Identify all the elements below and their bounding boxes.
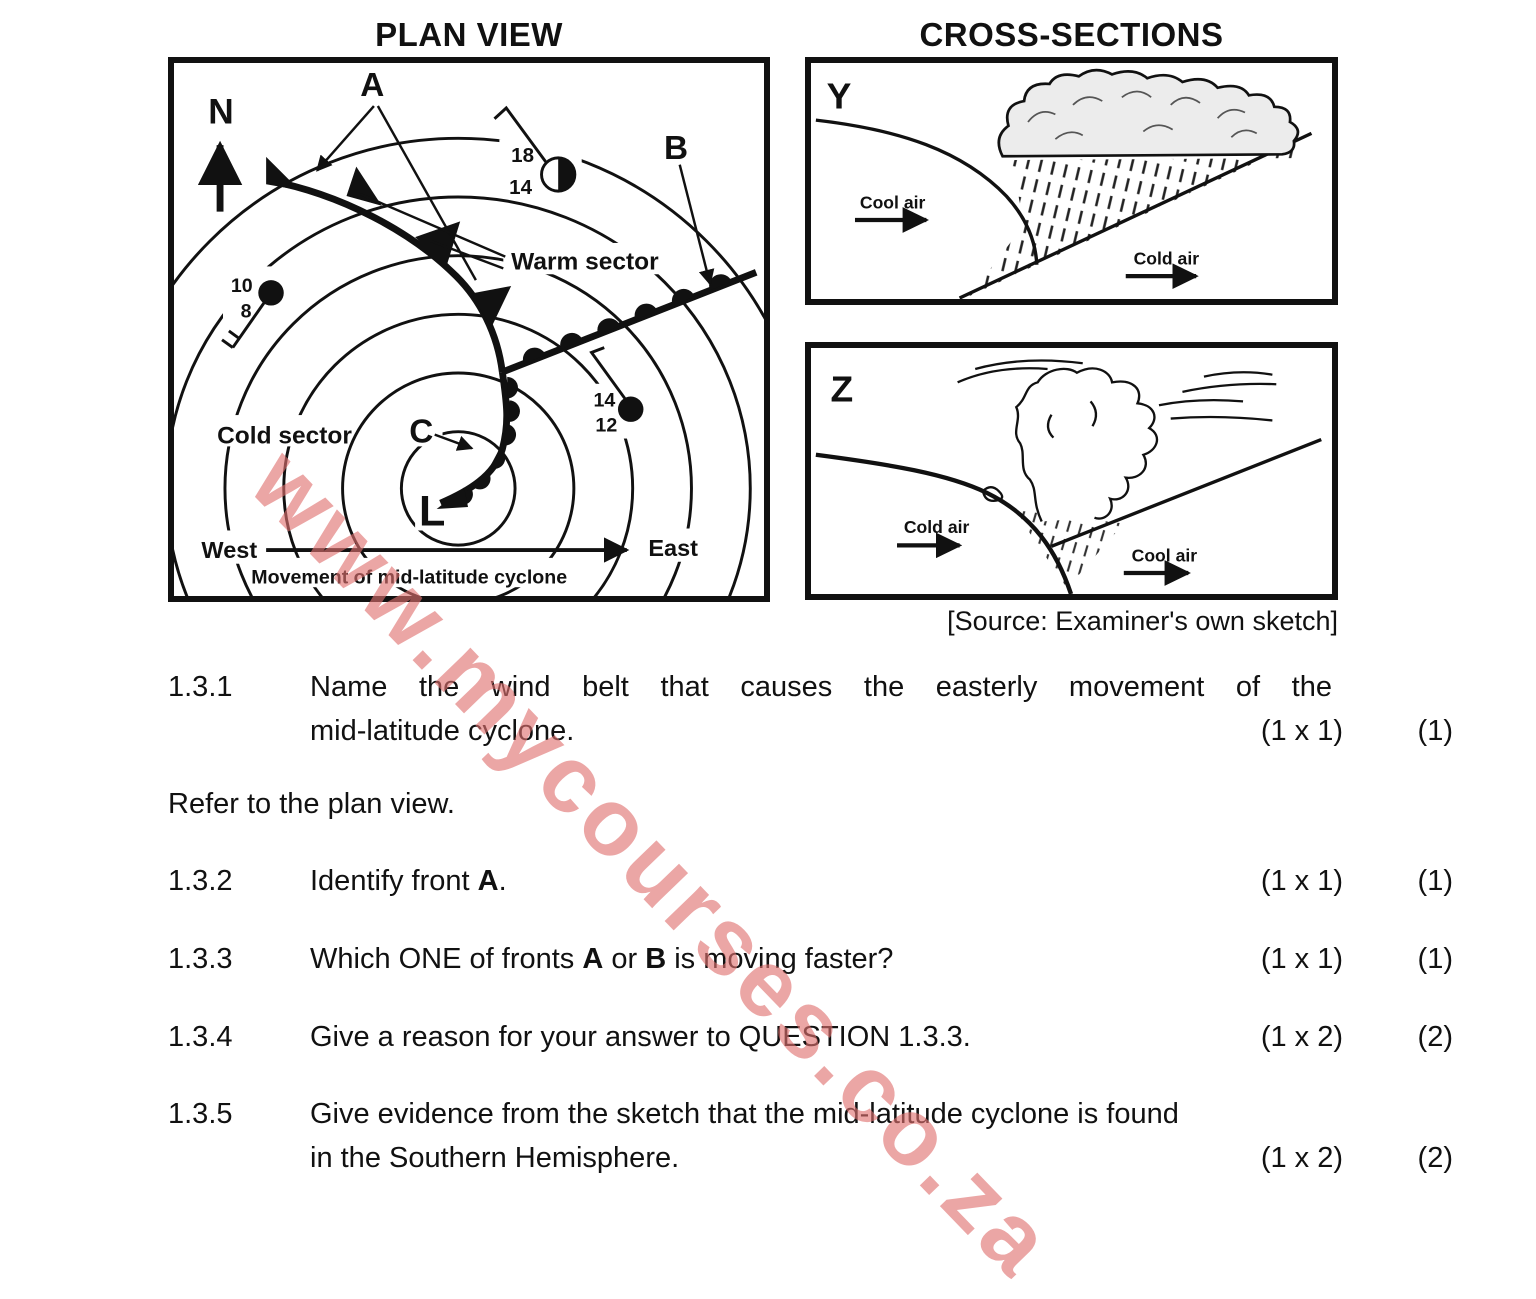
- svg-text:18: 18: [511, 144, 534, 167]
- cumulonimbus-cloud: [957, 359, 1277, 523]
- movement-arrow: West East Movement of mid-latitude cyclo…: [201, 535, 698, 588]
- station-model-left: 10 8: [221, 275, 284, 349]
- svg-text:N: N: [208, 93, 233, 132]
- cold-air-annotation: Cold air: [1125, 249, 1200, 290]
- question-number: 1.3.1: [168, 671, 233, 703]
- svg-text:14: 14: [509, 176, 532, 199]
- frontal-slope-line: [958, 131, 1313, 300]
- question-number: 1.3.4: [168, 1021, 233, 1053]
- warm-sector-leader-1: [359, 192, 506, 258]
- cross-section-z-sketch: Z Cold air Cool air: [815, 359, 1322, 595]
- front-a-pointer: [316, 105, 375, 172]
- source-caption: [Source: Examiner's own sketch]: [947, 606, 1338, 636]
- mark-allocation: (1 x 2): [1260, 1021, 1343, 1053]
- svg-text:Cold air: Cold air: [904, 517, 970, 537]
- warm-sector-label: Warm sector: [511, 248, 659, 275]
- exam-page: { "colors": { "watermark": "#e0706f", "i…: [105, 16, 1453, 1298]
- svg-text:Cold air: Cold air: [1134, 249, 1200, 269]
- total-marks: (1): [1417, 865, 1453, 897]
- cool-air-annotation: Cool air: [1123, 546, 1198, 586]
- svg-text:Cool air: Cool air: [860, 193, 926, 213]
- cool-air-annotation: Cool air: [854, 193, 929, 233]
- question-text: Identify front A.: [310, 865, 507, 897]
- front-c-pointer: [434, 433, 474, 451]
- intro-text: Refer to the plan view.: [168, 788, 455, 820]
- cross-section-z-figure: Z Cold air Cool air: [805, 342, 1338, 600]
- section-z-label: Z: [831, 369, 854, 409]
- mark-allocation: (1 x 1): [1260, 943, 1343, 975]
- plan-view-figure: N: [105, 57, 811, 841]
- plan-view-title: PLAN VIEW: [375, 16, 563, 53]
- question-text-line1: Name the wind belt that causes the easte…: [310, 671, 1332, 703]
- cross-sections-title: CROSS-SECTIONS: [919, 16, 1224, 53]
- question-text-line1: Give evidence from the sketch that the m…: [310, 1098, 1179, 1130]
- total-marks: (1): [1417, 943, 1453, 975]
- front-a-label: A: [360, 67, 384, 104]
- movement-caption: Movement of mid-latitude cyclone: [251, 566, 567, 588]
- question-number: 1.3.3: [168, 943, 233, 975]
- cross-section-y-figure: Y Cool air Cold air: [805, 57, 1338, 305]
- cold-sector-label: Cold sector: [217, 422, 352, 449]
- occluded-front: [436, 371, 520, 509]
- cold-front: [266, 156, 512, 373]
- station-model-right: 14 12: [589, 346, 644, 437]
- svg-text:Cool air: Cool air: [1132, 546, 1198, 566]
- svg-text:12: 12: [595, 415, 617, 437]
- warm-front-surface: [815, 118, 1039, 265]
- mark-allocation: (1 x 1): [1260, 715, 1343, 747]
- question-text-line2: mid-latitude cyclone.: [310, 715, 575, 747]
- warm-sector-leader-2: [430, 239, 504, 270]
- cold-front-surface: [815, 452, 1074, 595]
- total-marks: (2): [1417, 1142, 1453, 1174]
- front-b-label: B: [664, 130, 688, 167]
- north-arrow: N: [197, 93, 243, 212]
- svg-text:10: 10: [231, 275, 253, 297]
- question-number: 1.3.5: [168, 1098, 233, 1130]
- cross-section-y-sketch: Y Cool air Cold air: [815, 68, 1313, 300]
- question-text: Which ONE of fronts A or B is moving fas…: [310, 943, 894, 975]
- station-model-top: 18 14: [493, 105, 577, 199]
- question-text-line2: in the Southern Hemisphere.: [310, 1142, 680, 1174]
- mark-allocation: (1 x 2): [1260, 1142, 1343, 1174]
- svg-text:14: 14: [593, 389, 615, 411]
- plan-view-sketch: N: [105, 63, 811, 841]
- mark-allocation: (1 x 1): [1260, 865, 1343, 897]
- isobars: [105, 136, 811, 841]
- question-text: Give a reason for your answer to QUESTIO…: [310, 1021, 971, 1053]
- cold-air-annotation: Cold air: [897, 517, 970, 559]
- frontal-slope-line: [1050, 437, 1322, 548]
- total-marks: (2): [1417, 1021, 1453, 1053]
- svg-text:8: 8: [241, 300, 252, 322]
- front-b-pointer: [678, 164, 715, 286]
- svg-text:East: East: [648, 535, 698, 561]
- question-number: 1.3.2: [168, 865, 233, 897]
- nimbostratus-cloud: [997, 68, 1300, 158]
- svg-text:West: West: [201, 537, 257, 563]
- total-marks: (1): [1417, 715, 1453, 747]
- low-pressure-label: L: [419, 488, 445, 536]
- front-c-label: C: [409, 413, 433, 450]
- warm-front: [501, 269, 758, 376]
- section-y-label: Y: [827, 76, 852, 116]
- rain-shading: [969, 139, 1306, 297]
